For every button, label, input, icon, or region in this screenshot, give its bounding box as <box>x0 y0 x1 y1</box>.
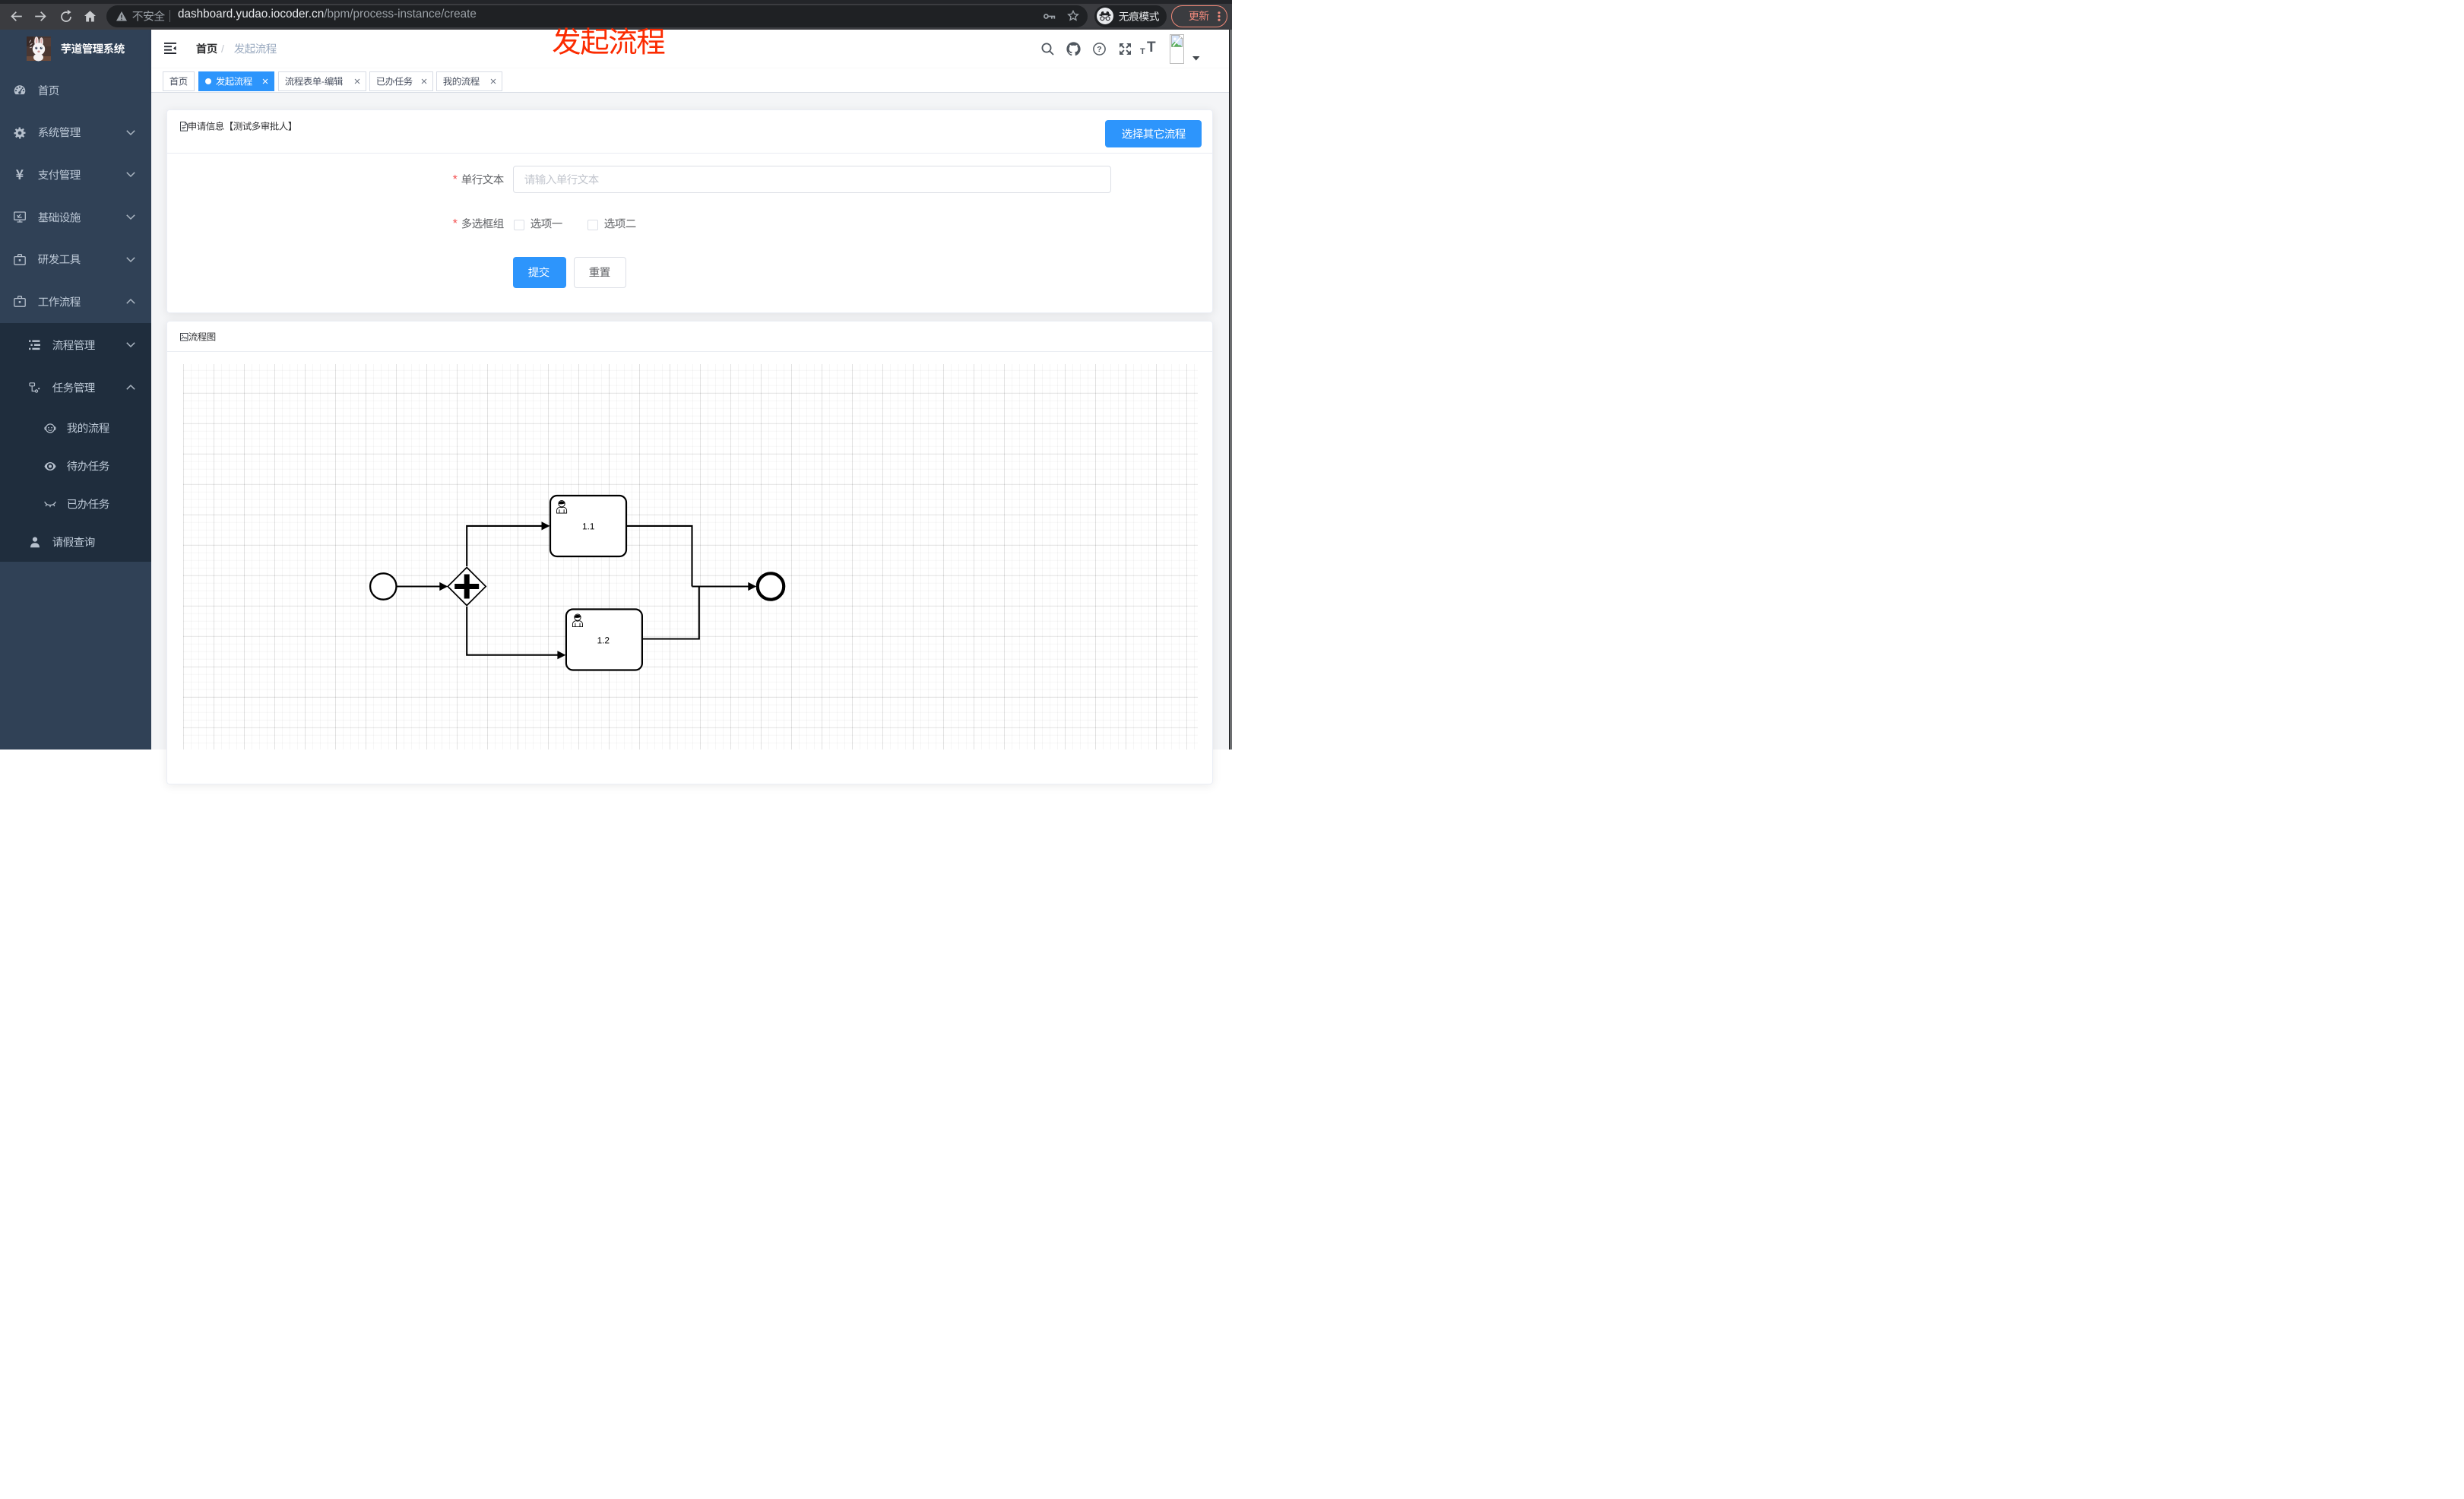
svg-text:?: ? <box>1097 45 1101 54</box>
